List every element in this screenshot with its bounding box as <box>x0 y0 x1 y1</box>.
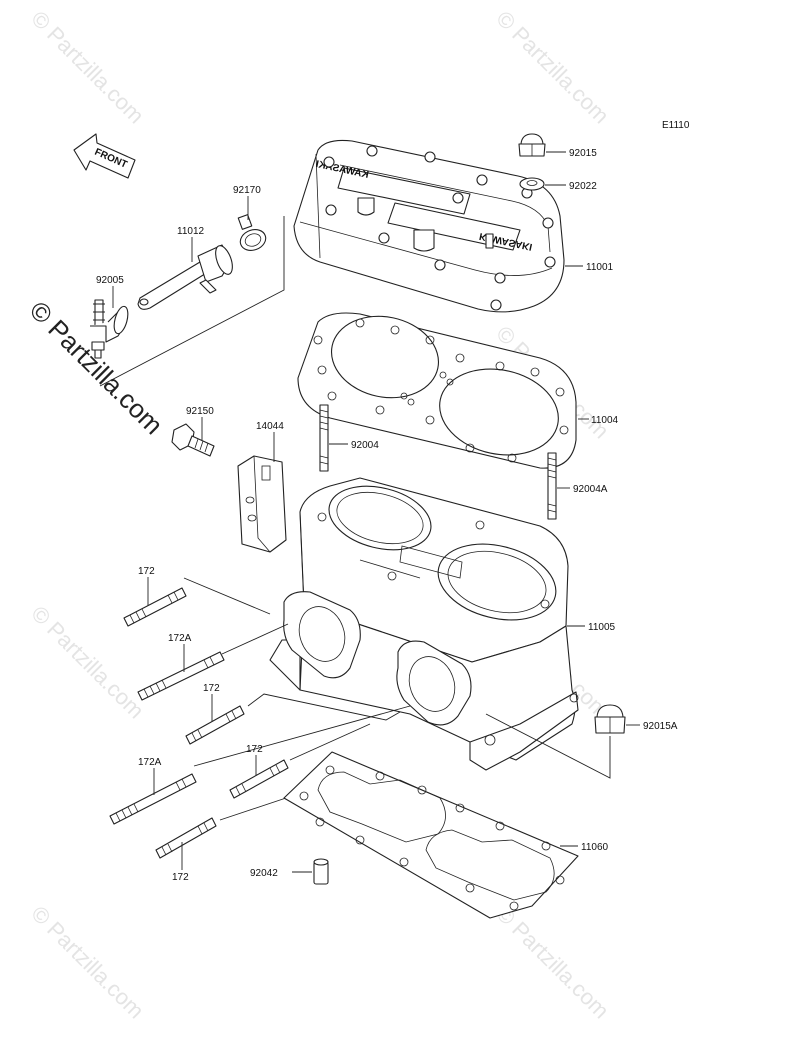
watermark-bottom-right: © Partzilla.com <box>491 901 614 1024</box>
dowel-pin-icon <box>313 858 329 885</box>
diagram-code: E1110 <box>662 120 690 131</box>
part-label-11004[interactable]: 11004 <box>591 415 619 426</box>
watermark-bottom-left: © Partzilla.com <box>26 901 149 1024</box>
stud-172-lower-icon <box>155 817 217 859</box>
part-label-92042[interactable]: 92042 <box>250 868 278 879</box>
stud-guide-bottom <box>193 705 411 767</box>
part-label-92150[interactable]: 92150 <box>186 406 214 417</box>
part-label-92170[interactable]: 92170 <box>233 185 261 196</box>
part-label-172A-upper[interactable]: 172A <box>168 633 192 644</box>
watermark-top-left: © Partzilla.com <box>26 6 149 129</box>
part-label-92004[interactable]: 92004 <box>351 440 379 451</box>
part-label-92022[interactable]: 92022 <box>569 181 597 192</box>
elbow-fitting-icon <box>90 299 129 359</box>
part-label-11005[interactable]: 11005 <box>588 622 616 633</box>
acorn-nut-a-icon <box>594 704 626 734</box>
part-label-172-mid[interactable]: 172 <box>203 683 220 694</box>
acorn-nut-icon <box>518 133 546 157</box>
stud-guide-mid <box>221 623 289 655</box>
part-label-172-upper[interactable]: 172 <box>138 566 155 577</box>
watermark-top-right: © Partzilla.com <box>491 6 614 129</box>
part-label-92004A[interactable]: 92004A <box>573 484 608 495</box>
bracket-icon <box>237 455 287 553</box>
part-label-172-lower[interactable]: 172 <box>172 872 189 883</box>
part-label-11060[interactable]: 11060 <box>581 842 609 853</box>
bolt-icon <box>171 423 215 457</box>
hose-clamp-icon <box>237 214 267 251</box>
front-arrow-icon: FRONT <box>73 133 136 179</box>
stud-172-right-icon <box>229 759 289 799</box>
washer-icon <box>519 177 545 191</box>
leader-head-link <box>99 216 285 387</box>
leader-92015A-link <box>485 713 611 779</box>
part-label-172A-lower[interactable]: 172A <box>138 757 162 768</box>
part-label-172-right[interactable]: 172 <box>246 744 263 755</box>
stud-a-icon <box>547 452 557 520</box>
part-label-92015A[interactable]: 92015A <box>643 721 678 732</box>
cylinder-block-shape <box>269 477 579 771</box>
stud-icon <box>319 404 329 472</box>
part-label-92005[interactable]: 92005 <box>96 275 124 286</box>
pipe-fitting-icon <box>137 244 233 310</box>
base-gasket-shape <box>283 751 579 919</box>
part-label-11001[interactable]: 11001 <box>586 262 614 273</box>
stud-172A-lower-icon <box>109 773 197 825</box>
stud-guide-lower <box>247 693 401 721</box>
stud-172-mid-icon <box>185 705 245 745</box>
cylinder-head-shape: KAWASAKI KAWASAKI <box>293 139 565 313</box>
part-label-11012[interactable]: 11012 <box>177 226 205 237</box>
part-label-14044[interactable]: 14044 <box>256 421 284 432</box>
stud-172-upper-icon <box>123 587 187 627</box>
head-gasket-shape <box>297 312 577 469</box>
part-label-92015[interactable]: 92015 <box>569 148 597 159</box>
stud-guide-right <box>289 723 371 761</box>
stud-guide-upper <box>183 577 271 615</box>
stud-172A-upper-icon <box>137 651 225 701</box>
